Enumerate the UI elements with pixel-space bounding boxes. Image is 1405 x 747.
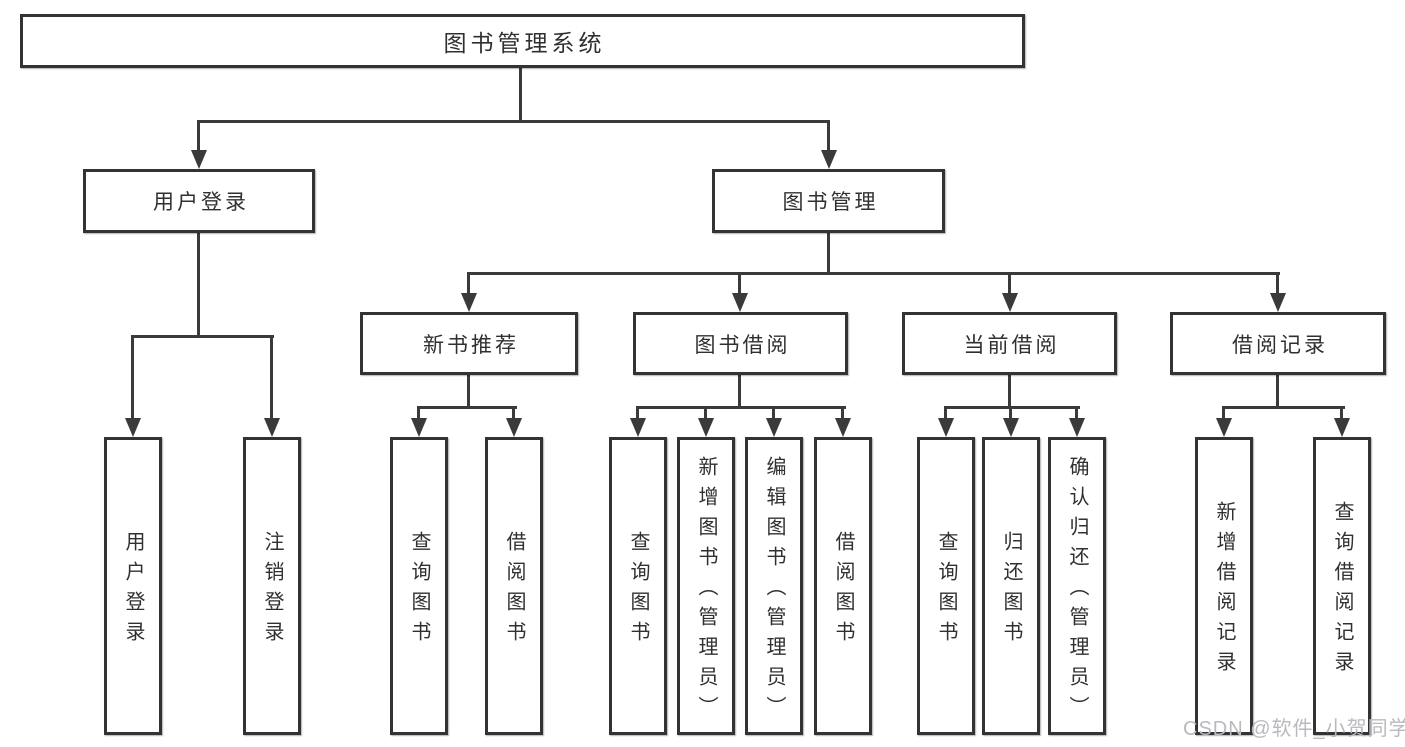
connector-line [827,120,830,154]
arrow-down-icon [411,418,427,437]
arrow-down-icon [1334,418,1350,437]
connector-line [738,272,741,295]
arrow-down-icon [264,418,280,437]
arrow-down-icon [766,418,782,437]
connector-line [1276,272,1279,295]
node-label: 新书推荐 [423,333,519,357]
connector-line [467,272,470,295]
arrow-down-icon [1069,418,1085,437]
node-leaf-confirm-return-admin: 确认归还（管理员） [1048,437,1106,735]
connector-line [1075,406,1078,420]
node-leaf-edit-books-admin: 编辑图书（管理员） [745,437,803,735]
node-label: 用户登录 [153,191,249,214]
node-leaf-borrow-books: 借阅图书 [814,437,872,735]
connector-line [270,335,273,419]
connector-line [1222,406,1225,420]
connector-line [131,335,134,419]
node-label: 图书借阅 [694,333,791,357]
node-label: 借阅记录 [1232,333,1328,357]
arrow-down-icon [630,418,646,437]
connector-line [1008,272,1011,295]
arrow-down-icon [125,418,141,437]
connector-line [738,375,741,406]
node-leaf-borrow-books: 借阅图书 [485,437,543,735]
connector-line [197,233,200,335]
arrow-down-icon [506,418,522,437]
connector-line [133,335,274,338]
connector-line [827,233,830,272]
arrow-down-icon [1002,293,1018,312]
node-root-label: 图书管理系统 [443,30,606,56]
connector-line [944,406,947,420]
connector-line [519,68,522,120]
node-label: 当前借阅 [963,333,1060,357]
connector-line [772,406,775,420]
node-leaf-query-books: 查询图书 [917,437,975,735]
arrow-down-icon [1216,418,1232,437]
node-leaf-query-books: 查询图书 [609,437,667,735]
node-leaf-add-books-admin: 新增图书（管理员） [677,437,735,735]
connector-line [1224,406,1345,409]
node-book-management-branch: 图书管理 [712,169,945,233]
connector-line [197,120,200,154]
arrow-down-icon [191,150,207,169]
arrow-down-icon [821,150,837,169]
connector-line [467,375,470,406]
node-book-borrow: 图书借阅 [633,312,848,375]
node-label: 图书管理 [782,191,879,214]
node-current-borrow: 当前借阅 [902,312,1117,375]
connector-line [199,120,829,123]
connector-line [1340,406,1343,420]
connector-line [419,406,517,409]
node-user-login-branch: 用户登录 [83,169,315,233]
node-new-book-recommend: 新书推荐 [360,312,578,375]
watermark-text: CSDN @软件_小贺同学 [1183,718,1405,740]
connector-line [638,406,846,409]
connector-line [636,406,639,420]
node-leaf-add-borrow-record: 新增借阅记录 [1195,437,1253,735]
node-leaf-return-books: 归还图书 [982,437,1040,735]
arrow-down-icon [1270,293,1286,312]
arrow-down-icon [732,293,748,312]
connector-line [1276,375,1279,406]
connector-line [704,406,707,420]
node-leaf-query-books: 查询图书 [390,437,448,735]
connector-line [512,406,515,420]
connector-line [417,406,420,420]
node-borrow-records: 借阅记录 [1170,312,1386,375]
connector-line [1008,375,1011,406]
arrow-down-icon [835,418,851,437]
node-leaf-user-login: 用户登录 [104,437,162,735]
node-leaf-logout: 注销登录 [243,437,301,735]
arrow-down-icon [461,293,477,312]
arrow-down-icon [698,418,714,437]
arrow-down-icon [1003,418,1019,437]
connector-line [1009,406,1012,420]
connector-line [469,272,1280,275]
node-leaf-query-borrow-record: 查询借阅记录 [1313,437,1371,735]
arrow-down-icon [938,418,954,437]
node-root: 图书管理系统 [20,14,1025,68]
connector-line [946,406,1080,409]
connector-line [841,406,844,420]
